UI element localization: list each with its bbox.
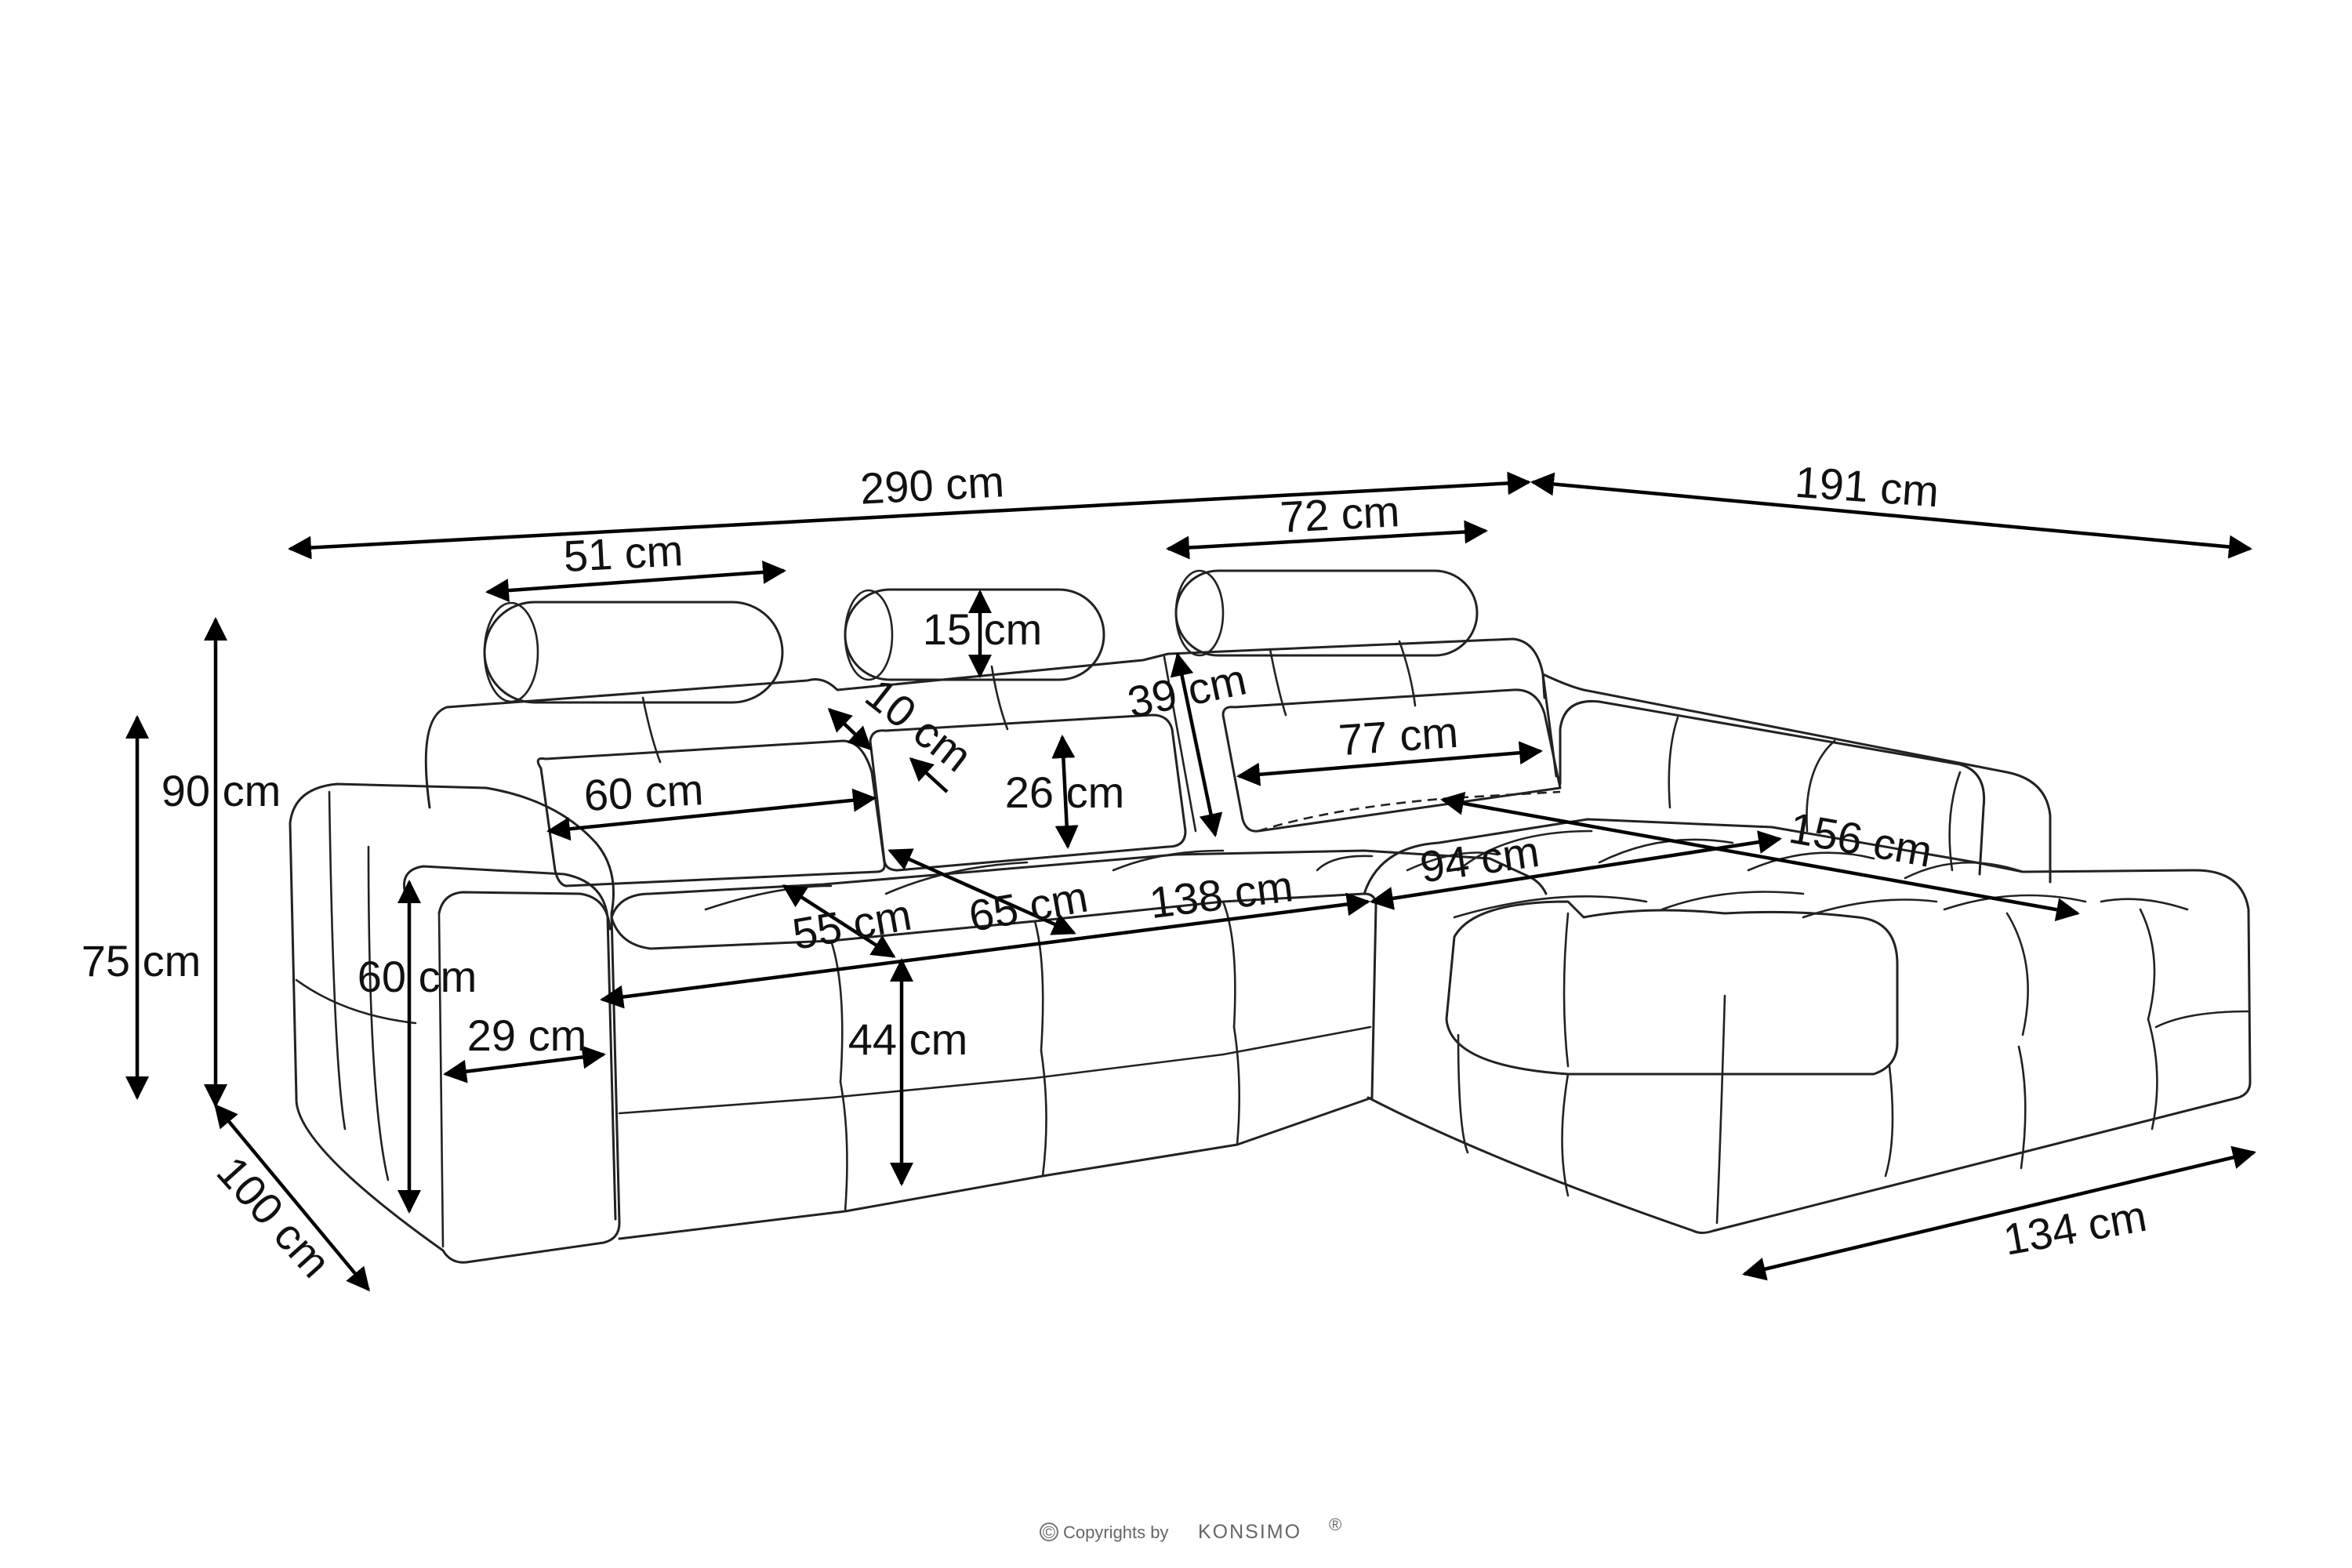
label-headrest-right: 72 cm [1279, 486, 1401, 542]
label-chaise-width: 134 cm [2000, 1191, 2151, 1265]
label-headrest-height: 15 cm [923, 604, 1043, 654]
arrow-depth [214, 1103, 370, 1292]
label-back-cushion-left: 60 cm [583, 764, 705, 820]
arrow-headrest-raise [1170, 652, 1223, 837]
label-chaise-seat-width: 94 cm [1417, 826, 1542, 892]
arrow-headrest-tilt-small [909, 757, 949, 793]
arrow-chaise-length [1530, 472, 2252, 559]
sofa-outline [289, 569, 2252, 1264]
label-armrest-width: 29 cm [467, 1011, 587, 1060]
label-height-min: 75 cm [82, 936, 201, 985]
arrow-back-cushion-height [1051, 735, 1079, 849]
label-back-cushion-height: 26 cm [1005, 768, 1125, 817]
label-armrest-height: 60 cm [358, 952, 477, 1001]
arrow-chaise-seat-length [1440, 791, 2080, 922]
copyright-icon [1040, 1523, 1058, 1541]
arrow-back-cushion-left [546, 788, 877, 841]
label-seat-height: 44 cm [848, 1014, 968, 1064]
label-height-max: 90 cm [162, 766, 281, 815]
brand-logo: KONSIMO [1198, 1521, 1301, 1543]
arrow-seat-width [600, 892, 1370, 1009]
arrow-headrest-left [485, 560, 786, 603]
copyright-footer: © Copyrights by KONSIMO ® [1040, 1515, 1341, 1543]
brand-registered-mark: ® [1329, 1515, 1341, 1534]
chaise-front-cushion [1445, 900, 1899, 1076]
arrow-total-width [288, 471, 1531, 560]
label-depth: 100 cm [208, 1147, 341, 1287]
arrow-headrest-tilt [827, 707, 873, 751]
back-cushion-right [1221, 688, 1562, 833]
label-headrest-left: 51 cm [562, 525, 684, 581]
label-chaise-length: 191 cm [1794, 457, 1941, 517]
dimension-arrows [125, 471, 2256, 1292]
label-seat-width: 138 cm [1147, 861, 1296, 927]
label-headrest-raise: 39 cm [1123, 654, 1250, 727]
arrow-armrest-width [443, 1045, 606, 1083]
label-back-cushion-right: 77 cm [1337, 707, 1460, 764]
copyright-symbol-glyph: © [1043, 1523, 1055, 1542]
copyright-text: Copyrights by [1063, 1523, 1169, 1542]
arrow-headrest-right [1166, 520, 1488, 560]
arrow-chaise-width [1742, 1145, 2256, 1281]
arrow-back-cushion-right [1236, 741, 1543, 786]
label-total-width: 290 cm [859, 456, 1006, 514]
